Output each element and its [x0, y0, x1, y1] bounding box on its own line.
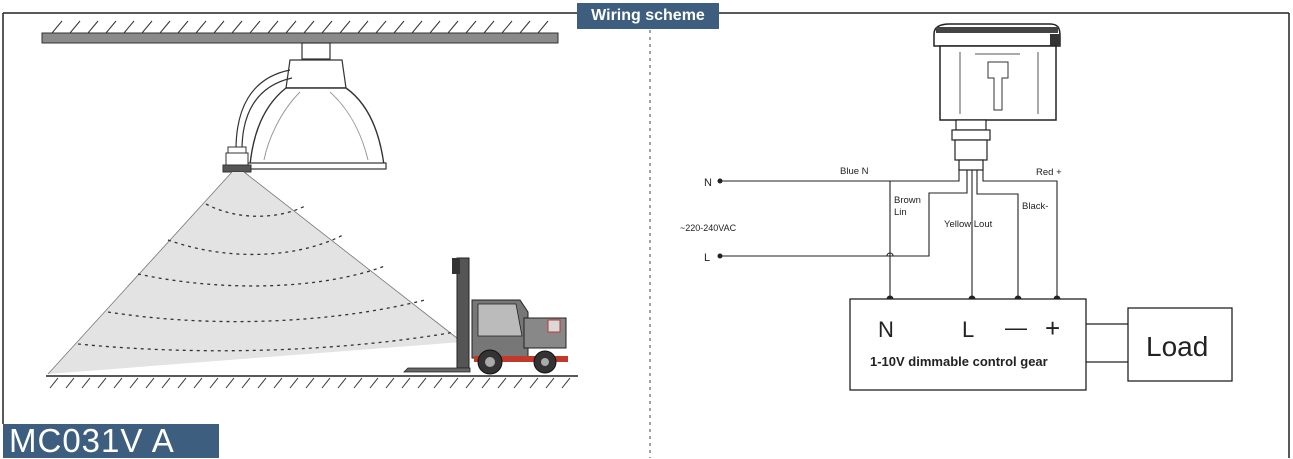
gear-terminal-n: N — [878, 317, 894, 342]
wire-brown-lin-label: Lin — [894, 207, 907, 218]
terminal-n-node — [717, 178, 723, 184]
load-label: Load — [1146, 331, 1208, 362]
sensor-body-left — [222, 146, 252, 173]
terminal-n-label: N — [704, 177, 712, 189]
wire-yellow-label: Yellow Lout — [944, 219, 993, 230]
wire-blue-label: Blue N — [840, 166, 869, 177]
floor — [46, 375, 578, 389]
control-gear-label: 1-10V dimmable control gear — [870, 354, 1048, 369]
terminal-l-label: L — [704, 252, 710, 264]
gear-terminal-plus: + — [1045, 313, 1060, 343]
wire-nodes — [717, 178, 1061, 303]
wire-brown-label: Brown — [894, 195, 921, 206]
detection-area — [47, 171, 463, 375]
control-gear-box — [849, 298, 1128, 391]
wire-black-label: Black- — [1022, 201, 1048, 212]
gear-terminal-l: L — [962, 317, 974, 342]
wire-red-label: Red + — [1036, 167, 1062, 178]
wiring-scheme-tab: Wiring scheme — [577, 3, 719, 29]
model-badge: MC031V A — [3, 424, 219, 458]
gear-terminal-minus: — — [1005, 315, 1027, 340]
supply-voltage-label: ~220-240VAC — [680, 223, 737, 233]
terminal-l-node — [717, 253, 723, 259]
wires — [720, 170, 1058, 299]
forklift-illustration — [403, 257, 568, 375]
ceiling — [41, 20, 559, 44]
sensor-device — [933, 23, 1061, 171]
high-bay-lamp — [235, 42, 387, 170]
load-box — [1127, 307, 1233, 382]
